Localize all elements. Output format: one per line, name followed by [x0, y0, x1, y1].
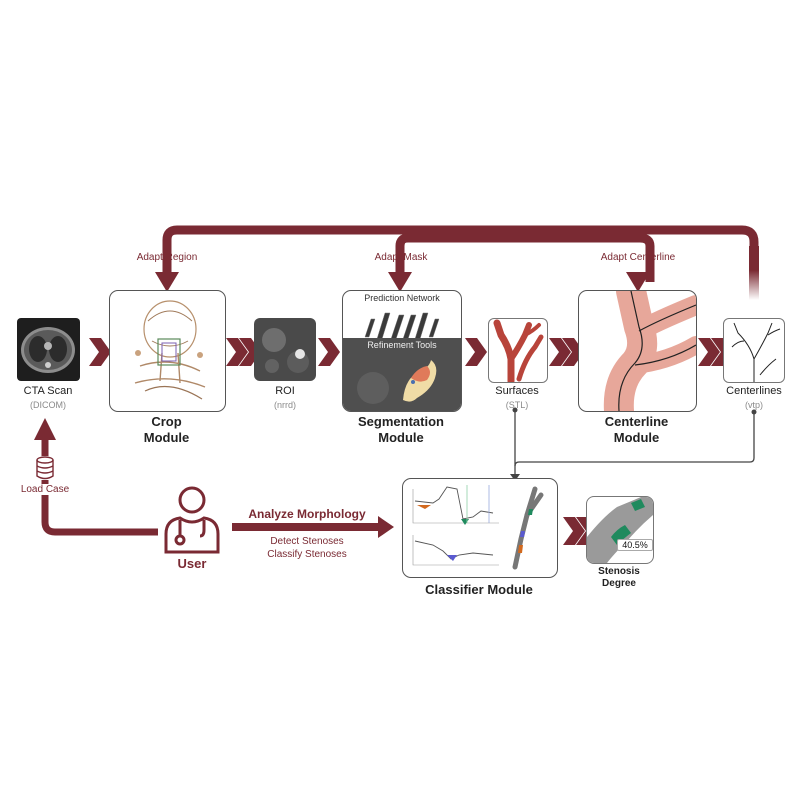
- classifier-module-title: Classifier Module: [425, 582, 533, 597]
- refinement-tools-label: Refinement Tools: [367, 340, 437, 350]
- cta-scan-thumbnail: [17, 318, 80, 381]
- segmentation-module-panel[interactable]: Prediction Network Refinement Tools: [342, 290, 462, 412]
- analyze-morphology-label: Analyze Morphology: [248, 507, 366, 521]
- detect-stenoses-label: Detect Stenoses: [270, 536, 344, 547]
- prediction-network-label: Prediction Network: [364, 293, 440, 303]
- feedback-loop-rise: [749, 246, 759, 300]
- centerline-module-title-2: Module: [613, 430, 660, 445]
- crop-module-title-2: Module: [143, 430, 190, 445]
- anatomy-render-icon: [134, 300, 206, 400]
- centerline-module-panel[interactable]: [578, 290, 697, 412]
- user-icon: [160, 484, 224, 556]
- classify-stenoses-label: Classify Stenoses: [267, 549, 347, 560]
- adapt-region-arrowhead: [155, 272, 179, 292]
- stenosis-degree-title-1: Stenosis: [598, 566, 640, 577]
- centerlines-format: (vtp): [745, 400, 763, 410]
- stenosis-thumbnail: 40.5%: [586, 496, 654, 564]
- load-case-arrowhead: [34, 418, 56, 440]
- centerlines-thumbnail: [723, 318, 785, 383]
- vessel-surface-icon: [493, 319, 544, 382]
- refinement-image: Refinement Tools: [343, 338, 461, 411]
- adapt-mask-arrowhead: [388, 272, 412, 292]
- adapt-centerline-arrowhead: [626, 272, 650, 292]
- centerline-tree-icon: [731, 322, 781, 382]
- adapt-mask-label: Adapt Mask: [374, 252, 428, 263]
- centerlines-title: Centerlines: [726, 385, 782, 397]
- stenosis-vessel-icon: [587, 497, 653, 563]
- feedback-loop: [162, 225, 759, 282]
- vessel-centerline-icon: [603, 291, 696, 411]
- segmentation-module-title-2: Module: [378, 430, 424, 445]
- surfaces-format: (STL): [505, 400, 529, 410]
- segmentation-module-title-1: Segmentation: [358, 414, 444, 429]
- stenosis-degree-title-2: Degree: [602, 578, 636, 589]
- classifier-module-panel[interactable]: [402, 478, 558, 578]
- stenosis-percent: 40.5%: [617, 539, 653, 551]
- morphology-plots-icon: [412, 485, 544, 570]
- load-case-label: Load Case: [10, 484, 80, 495]
- analyze-arrow: [232, 516, 394, 538]
- roi-format: (nrrd): [274, 400, 296, 410]
- adapt-region-label: Adapt Region: [136, 252, 198, 263]
- adapt-centerline-label: Adapt Centerline: [600, 252, 676, 263]
- surfaces-thumbnail: [488, 318, 548, 383]
- database-icon: [35, 456, 55, 480]
- user-label: User: [177, 556, 207, 571]
- surfaces-title: Surfaces: [495, 385, 539, 397]
- roi-title: ROI: [275, 385, 295, 397]
- segmentation-mask-icon: [357, 360, 437, 404]
- roi-thumbnail: [254, 318, 316, 381]
- centerline-module-title-1: Centerline: [604, 414, 669, 429]
- crop-module-title-1: Crop: [151, 414, 182, 429]
- cta-scan-format: (DICOM): [30, 400, 66, 410]
- cta-scan-title: CTA Scan: [23, 385, 73, 397]
- crop-module-panel[interactable]: [109, 290, 226, 412]
- neural-network-icon: [364, 312, 440, 340]
